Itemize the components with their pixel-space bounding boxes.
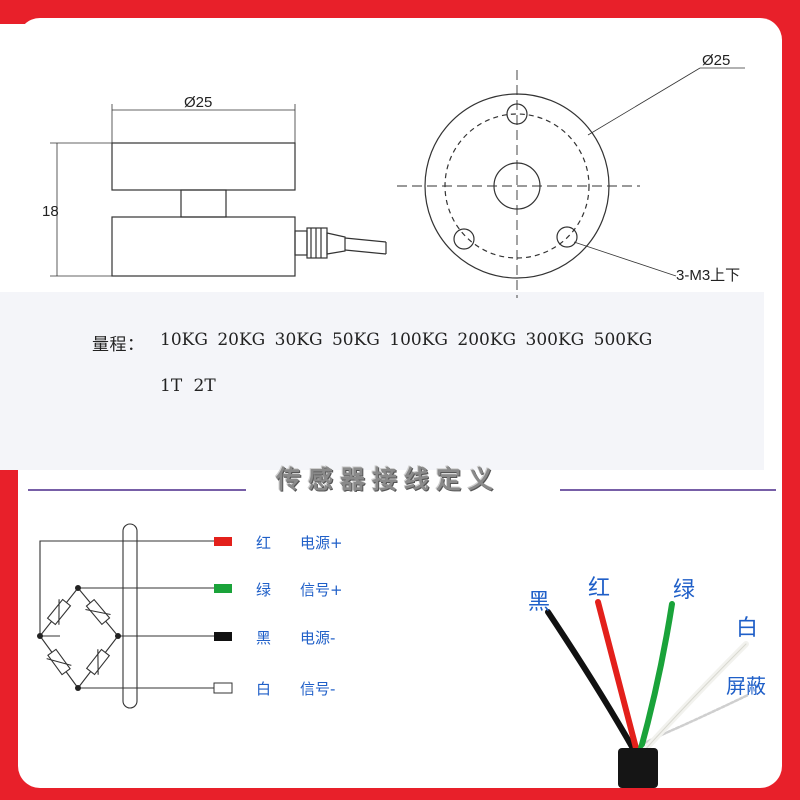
side-top-block — [111, 142, 296, 191]
black-wire — [545, 609, 638, 755]
white-wire-edge — [642, 643, 747, 753]
cable-label-white: 白 — [736, 616, 759, 641]
height-label: 18 — [42, 203, 59, 220]
cable-gland-base — [294, 230, 308, 256]
cable-label-shield: 屏蔽 — [726, 674, 766, 698]
cable-jacket — [618, 748, 658, 788]
drawing-panel — [0, 24, 764, 292]
wire-color-white: 白 — [256, 680, 272, 698]
resistor-4 — [46, 648, 72, 676]
wire-swatch-white — [213, 682, 233, 694]
range-panel — [0, 292, 764, 470]
red-wire — [595, 599, 640, 755]
range-values-extra: 1T 2T — [160, 376, 216, 396]
cable-gland-tip — [326, 232, 346, 255]
cable-gland-nut — [306, 227, 328, 259]
side-bottom-block — [111, 216, 296, 277]
side-neck — [180, 189, 227, 218]
resistor-2 — [85, 598, 111, 626]
cable-label-black: 黑 — [528, 590, 551, 615]
bridge-circuit — [39, 523, 214, 709]
green-wire — [637, 601, 675, 755]
cable-bundle — [122, 523, 138, 709]
cable-label-red: 红 — [588, 576, 611, 601]
wire-color-red: 红 — [256, 534, 272, 552]
wire-function-signal-minus: 信号- — [300, 680, 336, 698]
wire-function-power-minus: 电源- — [300, 629, 336, 647]
mount-hole-right — [556, 226, 578, 248]
wire-color-green: 绿 — [256, 581, 272, 599]
wire-swatch-red — [214, 537, 232, 546]
wire-function-signal-plus: 信号+ — [300, 581, 343, 599]
range-values: 10KG 20KG 30KG 50KG 100KG 200KG 300KG 50… — [160, 330, 653, 350]
wire-function-power-plus: 电源+ — [300, 534, 343, 552]
top-view — [397, 67, 745, 298]
side-diameter-label: Ø25 — [184, 94, 212, 111]
mount-hole-left — [453, 228, 475, 250]
bridge-nodes — [37, 585, 121, 691]
wire-swatch-black — [214, 632, 232, 641]
top-diameter-label: Ø25 — [702, 52, 730, 69]
cable-illustration — [545, 599, 750, 755]
range-label: 量程： — [92, 335, 145, 355]
wire-color-black: 黑 — [256, 629, 272, 647]
holes-label: 3-M3上下 — [676, 267, 740, 284]
side-view — [50, 104, 387, 277]
resistor-1 — [46, 598, 72, 626]
resistor-3 — [85, 648, 111, 676]
cable-label-green: 绿 — [673, 578, 696, 603]
wiring-title: 传感器接线定义 — [275, 465, 500, 494]
wire-swatch-green — [214, 584, 232, 593]
